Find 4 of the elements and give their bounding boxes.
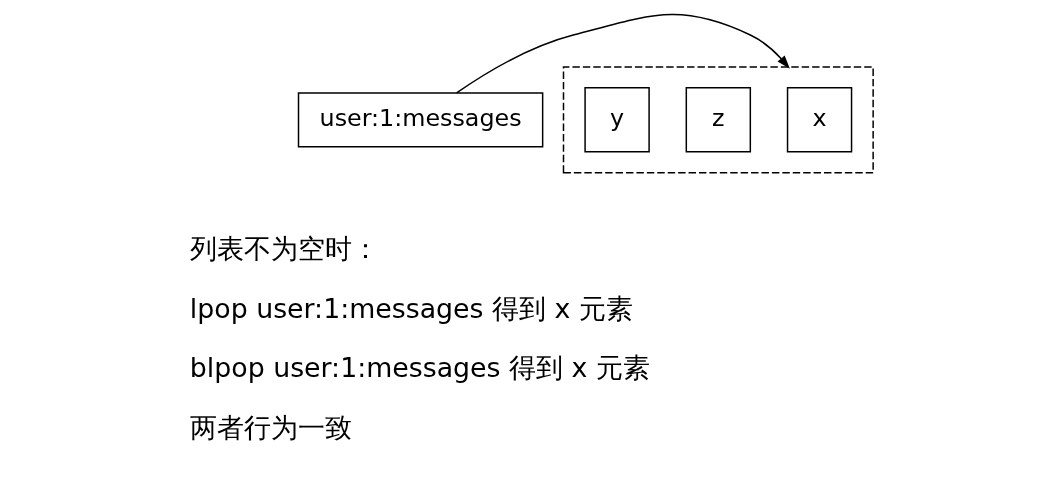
- label: 两者行为一致: [189, 411, 352, 443]
- label: lpop user:1:messages 得到 x 元素: [189, 292, 633, 324]
- label: 列表不为空时：: [189, 233, 379, 265]
- label: blpop user:1:messages 得到 x 元素: [189, 352, 650, 384]
